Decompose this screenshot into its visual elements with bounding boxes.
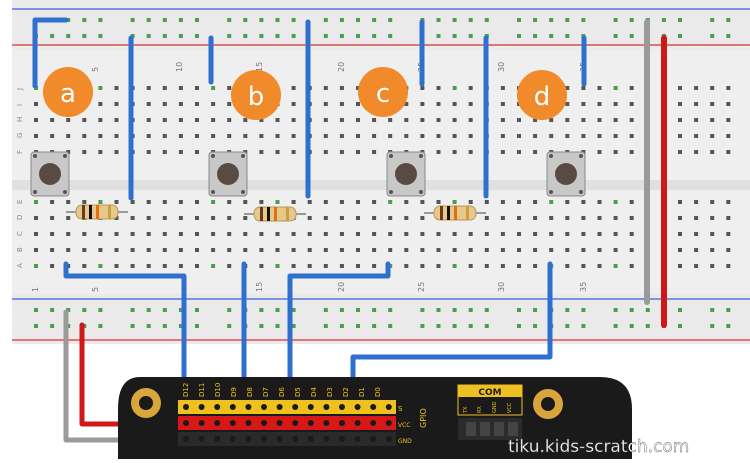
com-pin-gnd: GND bbox=[492, 401, 498, 413]
signal-wire-a bbox=[63, 261, 187, 411]
button-label-a-circle bbox=[43, 67, 93, 117]
corner-label: 1 bbox=[31, 287, 40, 292]
row-letter-labels: J I H G F E D C B A bbox=[16, 88, 24, 268]
push-button-c bbox=[386, 151, 426, 197]
pin-label-d1: D1 bbox=[358, 387, 366, 397]
watermark-text: tiku.kids-scratch.com bbox=[508, 437, 689, 457]
button-cap-a bbox=[39, 163, 61, 185]
col-num-20-bottom: 20 bbox=[337, 282, 346, 292]
pin-label-d10: D10 bbox=[214, 383, 222, 397]
button-label-b-circle bbox=[231, 70, 281, 120]
col-num-30: 30 bbox=[497, 62, 506, 72]
pin-label-d9: D9 bbox=[230, 387, 238, 397]
pin-label-d7: D7 bbox=[262, 387, 270, 397]
col-num-5: 5 bbox=[91, 67, 100, 72]
gpio-label: GPIO bbox=[419, 408, 428, 428]
center-channel bbox=[12, 180, 750, 190]
signal-wire-c bbox=[287, 261, 391, 411]
side-label-vcc: VCC bbox=[398, 422, 410, 429]
column-number-labels: 5 10 15 20 25 30 35 5 15 20 25 30 35 1 bbox=[31, 62, 588, 292]
col-num-15-bottom: 15 bbox=[255, 282, 264, 292]
pin-label-d11: D11 bbox=[198, 383, 206, 397]
button-label-d: d bbox=[534, 82, 551, 112]
resistor-1 bbox=[66, 204, 128, 220]
controller-board: D12 D11 D10 D9 D8 D7 D6 D5 D4 D3 D2 D1 D… bbox=[118, 377, 632, 459]
button-cap-b bbox=[217, 163, 239, 185]
com-title: COM bbox=[478, 388, 501, 398]
com-pin-vcc: VCC bbox=[507, 402, 513, 413]
button-label-b: b bbox=[248, 82, 265, 112]
col-num-15: 15 bbox=[255, 62, 264, 72]
col-num-35-bottom: 35 bbox=[579, 282, 588, 292]
bottom-power-rail bbox=[12, 294, 750, 344]
push-button-a bbox=[30, 151, 70, 197]
resistor-3 bbox=[424, 205, 486, 221]
row-letter-d: D bbox=[16, 215, 24, 220]
button-label-d-circle bbox=[517, 70, 567, 120]
pin-label-d5: D5 bbox=[294, 387, 302, 397]
com-pin-rx: RX bbox=[477, 406, 483, 413]
pin-label-d0: D0 bbox=[374, 387, 382, 397]
col-num-20: 20 bbox=[337, 62, 346, 72]
button-cap-d bbox=[555, 163, 577, 185]
pin-label-d8: D8 bbox=[246, 387, 254, 397]
row-letter-i: I bbox=[16, 104, 24, 106]
button-label-a: a bbox=[60, 79, 76, 109]
header-pin-labels: D12 D11 D10 D9 D8 D7 D6 D5 D4 D3 D2 D1 D… bbox=[182, 383, 382, 397]
button-labels: a b c d bbox=[43, 67, 567, 120]
row-letter-j: J bbox=[16, 88, 24, 91]
vcc-header-row bbox=[178, 416, 396, 430]
top-power-rail bbox=[12, 0, 750, 46]
row-letter-g: G bbox=[16, 133, 24, 138]
com-pin-tx: TX bbox=[463, 406, 469, 414]
row-letter-c: C bbox=[16, 231, 24, 236]
row-letter-f: F bbox=[16, 150, 24, 154]
row-letter-a: A bbox=[16, 263, 24, 268]
button-label-c-circle bbox=[358, 67, 408, 117]
col-num-30-bottom: 30 bbox=[497, 282, 506, 292]
pin-label-d12: D12 bbox=[182, 383, 190, 397]
row-letter-b: B bbox=[16, 247, 24, 252]
pin-label-d6: D6 bbox=[278, 387, 286, 397]
gnd-header-row bbox=[178, 432, 396, 446]
pin-label-d3: D3 bbox=[326, 387, 334, 397]
push-button-d bbox=[546, 151, 586, 197]
pin-label-d4: D4 bbox=[310, 387, 318, 397]
side-label-s: S bbox=[398, 405, 403, 413]
signal-header-row bbox=[178, 400, 396, 414]
blue-wire-top-left bbox=[32, 17, 69, 89]
push-button-b bbox=[208, 151, 248, 197]
button-label-c: c bbox=[376, 79, 390, 109]
side-label-gnd: GND bbox=[398, 438, 412, 445]
col-num-10: 10 bbox=[175, 62, 184, 72]
col-num-25-bottom: 25 bbox=[417, 282, 426, 292]
col-num-5-bottom: 5 bbox=[91, 287, 100, 292]
button-cap-c bbox=[395, 163, 417, 185]
resistor-2 bbox=[244, 206, 306, 222]
row-letter-e: E bbox=[16, 200, 24, 204]
row-letter-h: H bbox=[16, 117, 24, 122]
pin-label-d2: D2 bbox=[342, 387, 350, 397]
